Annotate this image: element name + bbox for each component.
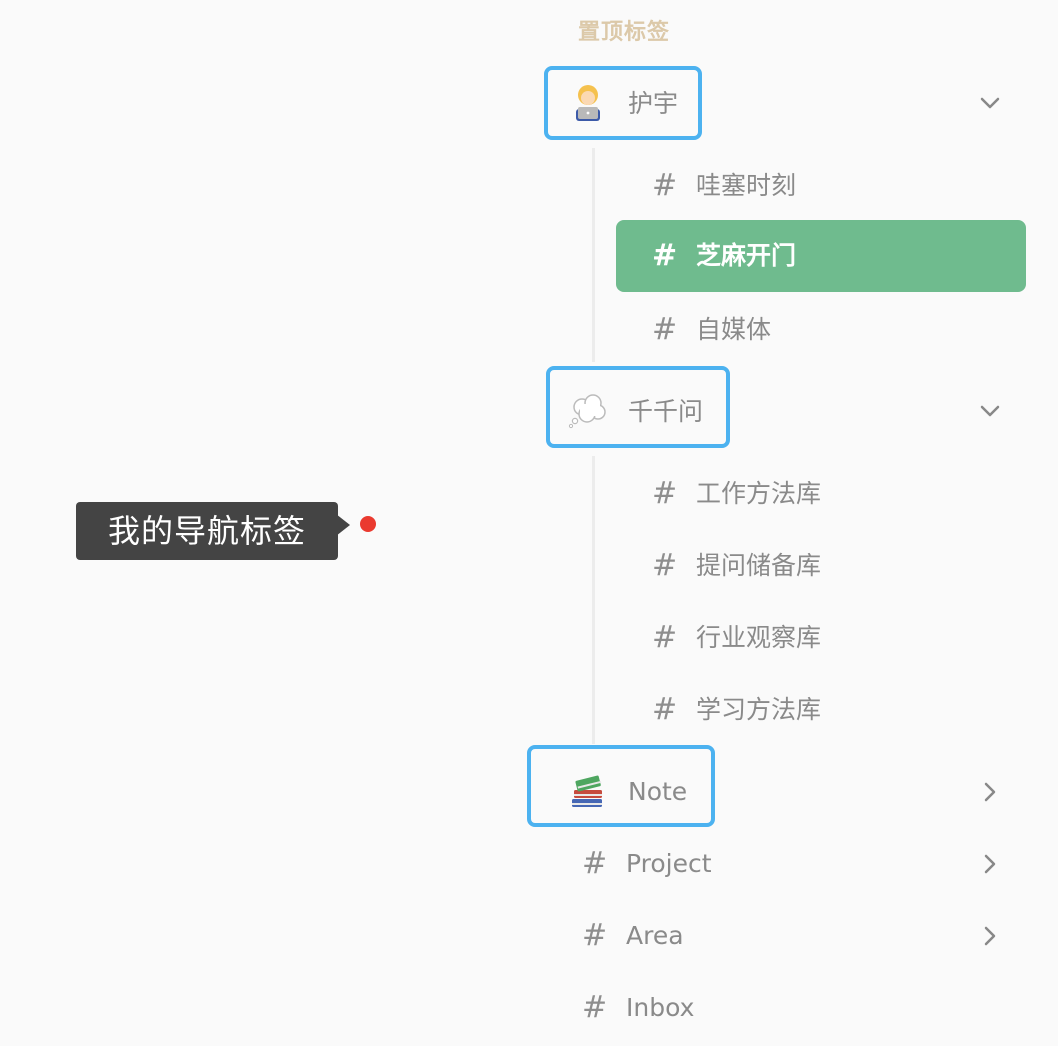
highlight-box-group-qianqianwen	[546, 366, 730, 448]
chevron-right-icon[interactable]	[975, 849, 1005, 879]
tag-label: 学习方法库	[696, 695, 822, 724]
person-laptop-icon	[566, 83, 610, 123]
callout-label: 我的导航标签	[76, 502, 338, 560]
group-label-note[interactable]: Note	[628, 777, 688, 806]
highlight-box-group-huyu	[544, 66, 702, 140]
tag-label: 行业观察库	[696, 623, 822, 652]
tag-item[interactable]: # 哇塞时刻	[652, 150, 796, 222]
hash-icon: #	[652, 620, 678, 655]
tag-item[interactable]: # 行业观察库	[652, 602, 821, 674]
hash-icon: #	[652, 312, 678, 347]
hash-icon: #	[652, 238, 678, 273]
hash-icon: #	[652, 168, 678, 203]
hash-icon: #	[652, 692, 678, 727]
group-label-huyu[interactable]: 护宇	[628, 89, 679, 118]
chevron-down-icon[interactable]	[975, 396, 1005, 426]
tag-label: 提问储备库	[696, 551, 822, 580]
hash-icon: #	[652, 548, 678, 583]
highlight-box-group-note	[527, 745, 715, 827]
thought-bubble-icon	[566, 390, 610, 430]
top-level-tag-inbox[interactable]: # Inbox	[582, 972, 694, 1044]
tree-guide-line	[592, 456, 595, 744]
hash-icon: #	[582, 846, 608, 881]
tree-guide-line	[592, 148, 595, 362]
marker-dot	[360, 516, 376, 532]
tag-item-active[interactable]: # 芝麻开门	[652, 220, 796, 292]
chevron-right-icon[interactable]	[975, 921, 1005, 951]
tag-label: 哇塞时刻	[696, 171, 797, 200]
active-tag-background	[616, 220, 1026, 292]
tag-label: 自媒体	[696, 315, 772, 344]
top-level-tag-area[interactable]: # Area	[582, 900, 684, 972]
hash-icon: #	[652, 476, 678, 511]
tag-item[interactable]: # 工作方法库	[652, 458, 821, 530]
tag-item[interactable]: # 提问储备库	[652, 530, 821, 602]
tag-label: Area	[626, 921, 684, 950]
tag-label: 芝麻开门	[696, 241, 797, 270]
tag-label: 工作方法库	[696, 479, 822, 508]
tag-item[interactable]: # 自媒体	[652, 294, 771, 366]
top-level-tag-project[interactable]: # Project	[582, 828, 712, 900]
callout-arrow	[336, 514, 350, 536]
hash-icon: #	[582, 990, 608, 1025]
section-header-pinned-tags: 置顶标签	[578, 20, 671, 45]
tag-item[interactable]: # 学习方法库	[652, 674, 821, 746]
group-label-qianqianwen[interactable]: 千千问	[628, 397, 704, 426]
chevron-right-icon[interactable]	[975, 777, 1005, 807]
hash-icon: #	[582, 918, 608, 953]
tag-label: Inbox	[626, 993, 695, 1022]
books-icon	[566, 771, 610, 811]
tag-label: Project	[626, 849, 712, 878]
chevron-down-icon[interactable]	[975, 88, 1005, 118]
